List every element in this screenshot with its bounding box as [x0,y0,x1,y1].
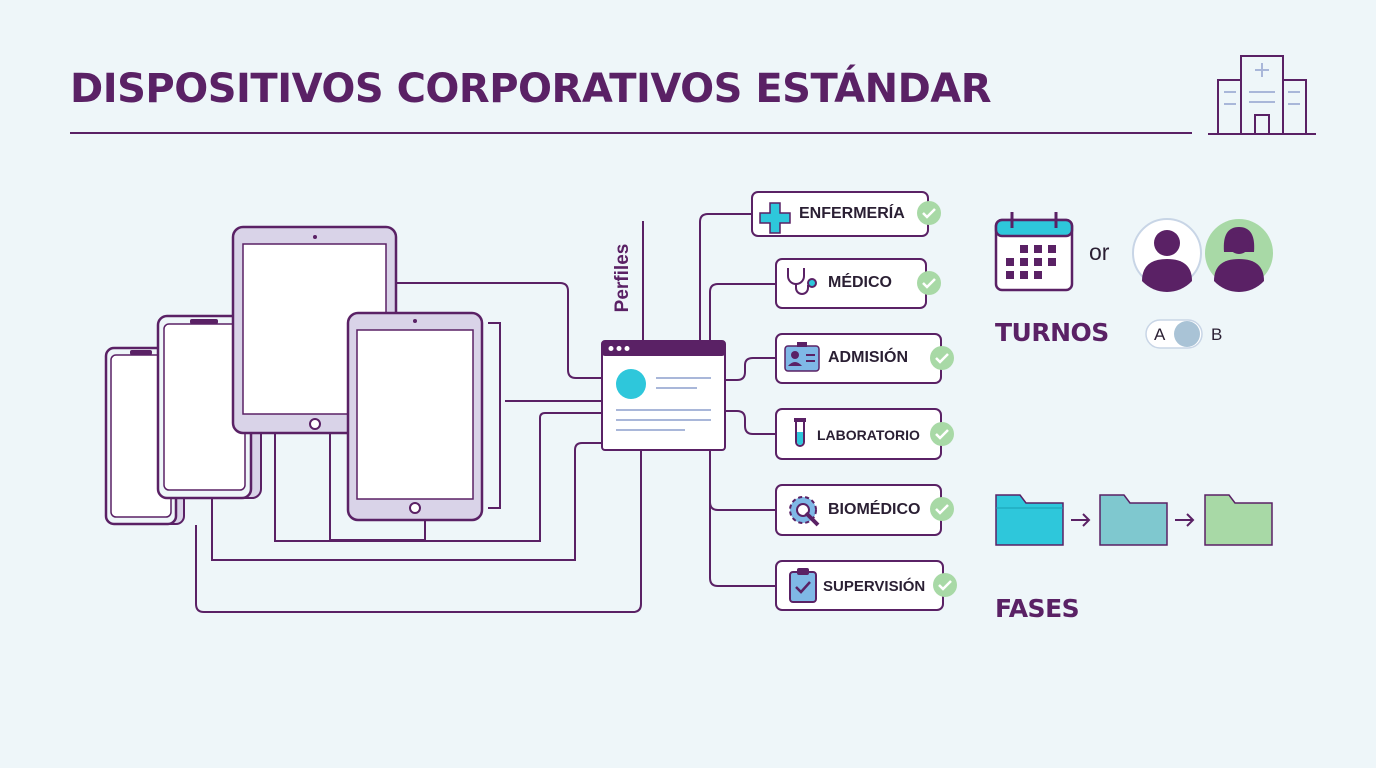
tablet-front-icon [346,311,484,522]
profile-label-medico: MÉDICO [828,274,892,291]
folder-green-icon [1204,494,1273,546]
medical-cross-icon [759,202,791,234]
profile-label-enfermeria: ENFERMERÍA [799,205,905,222]
check-icon [917,201,941,225]
profile-label-admision: ADMISIÓN [828,349,908,366]
folder-cyan-icon [995,494,1064,546]
hospital-building-icon [1208,55,1316,135]
calendar-icon [994,212,1074,292]
arrow-right-icon [1071,513,1091,527]
check-icon [930,497,954,521]
test-tube-icon [794,418,806,447]
profile-box-biomedico [775,484,954,536]
profile-box-laboratorio [775,408,954,460]
toggle-b-label: B [1211,325,1223,344]
gear-wrench-icon [789,496,820,527]
profile-box-supervision [775,560,957,611]
profile-box-medico [775,258,941,309]
device-connectors [195,282,642,613]
avatar-female-icon [1205,219,1273,292]
folder-teal-icon [1099,494,1168,546]
shift-toggle [1145,319,1203,349]
check-icon [930,346,954,370]
check-icon [930,422,954,446]
profile-label-biomedico: BIOMÉDICO [828,501,921,518]
toggle-a-label: A [1154,325,1166,344]
profile-label-supervision: SUPERVISIÓN [823,578,926,595]
or-text: or [1089,239,1110,265]
clipboard-check-icon [789,568,817,603]
hub-label: Perfiles [612,243,633,313]
profile-box-enfermeria [751,191,941,237]
profile-box-admision [775,333,954,384]
shifts-label: TURNOS [995,318,1109,347]
page-title: DISPOSITIVOS CORPORATIVOS ESTÁNDAR [70,66,992,112]
arrow-right-icon [1175,513,1195,527]
check-icon [917,271,941,295]
avatar-male-icon [1132,218,1202,292]
profile-connectors [642,213,776,587]
id-card-icon [784,342,820,372]
stethoscope-icon [787,268,817,295]
title-divider [70,132,1192,134]
profile-label-laboratorio: LABORATORIO [817,427,920,443]
profiles-hub-window [601,340,726,451]
check-icon [933,573,957,597]
phases-label: FASES [995,594,1080,623]
